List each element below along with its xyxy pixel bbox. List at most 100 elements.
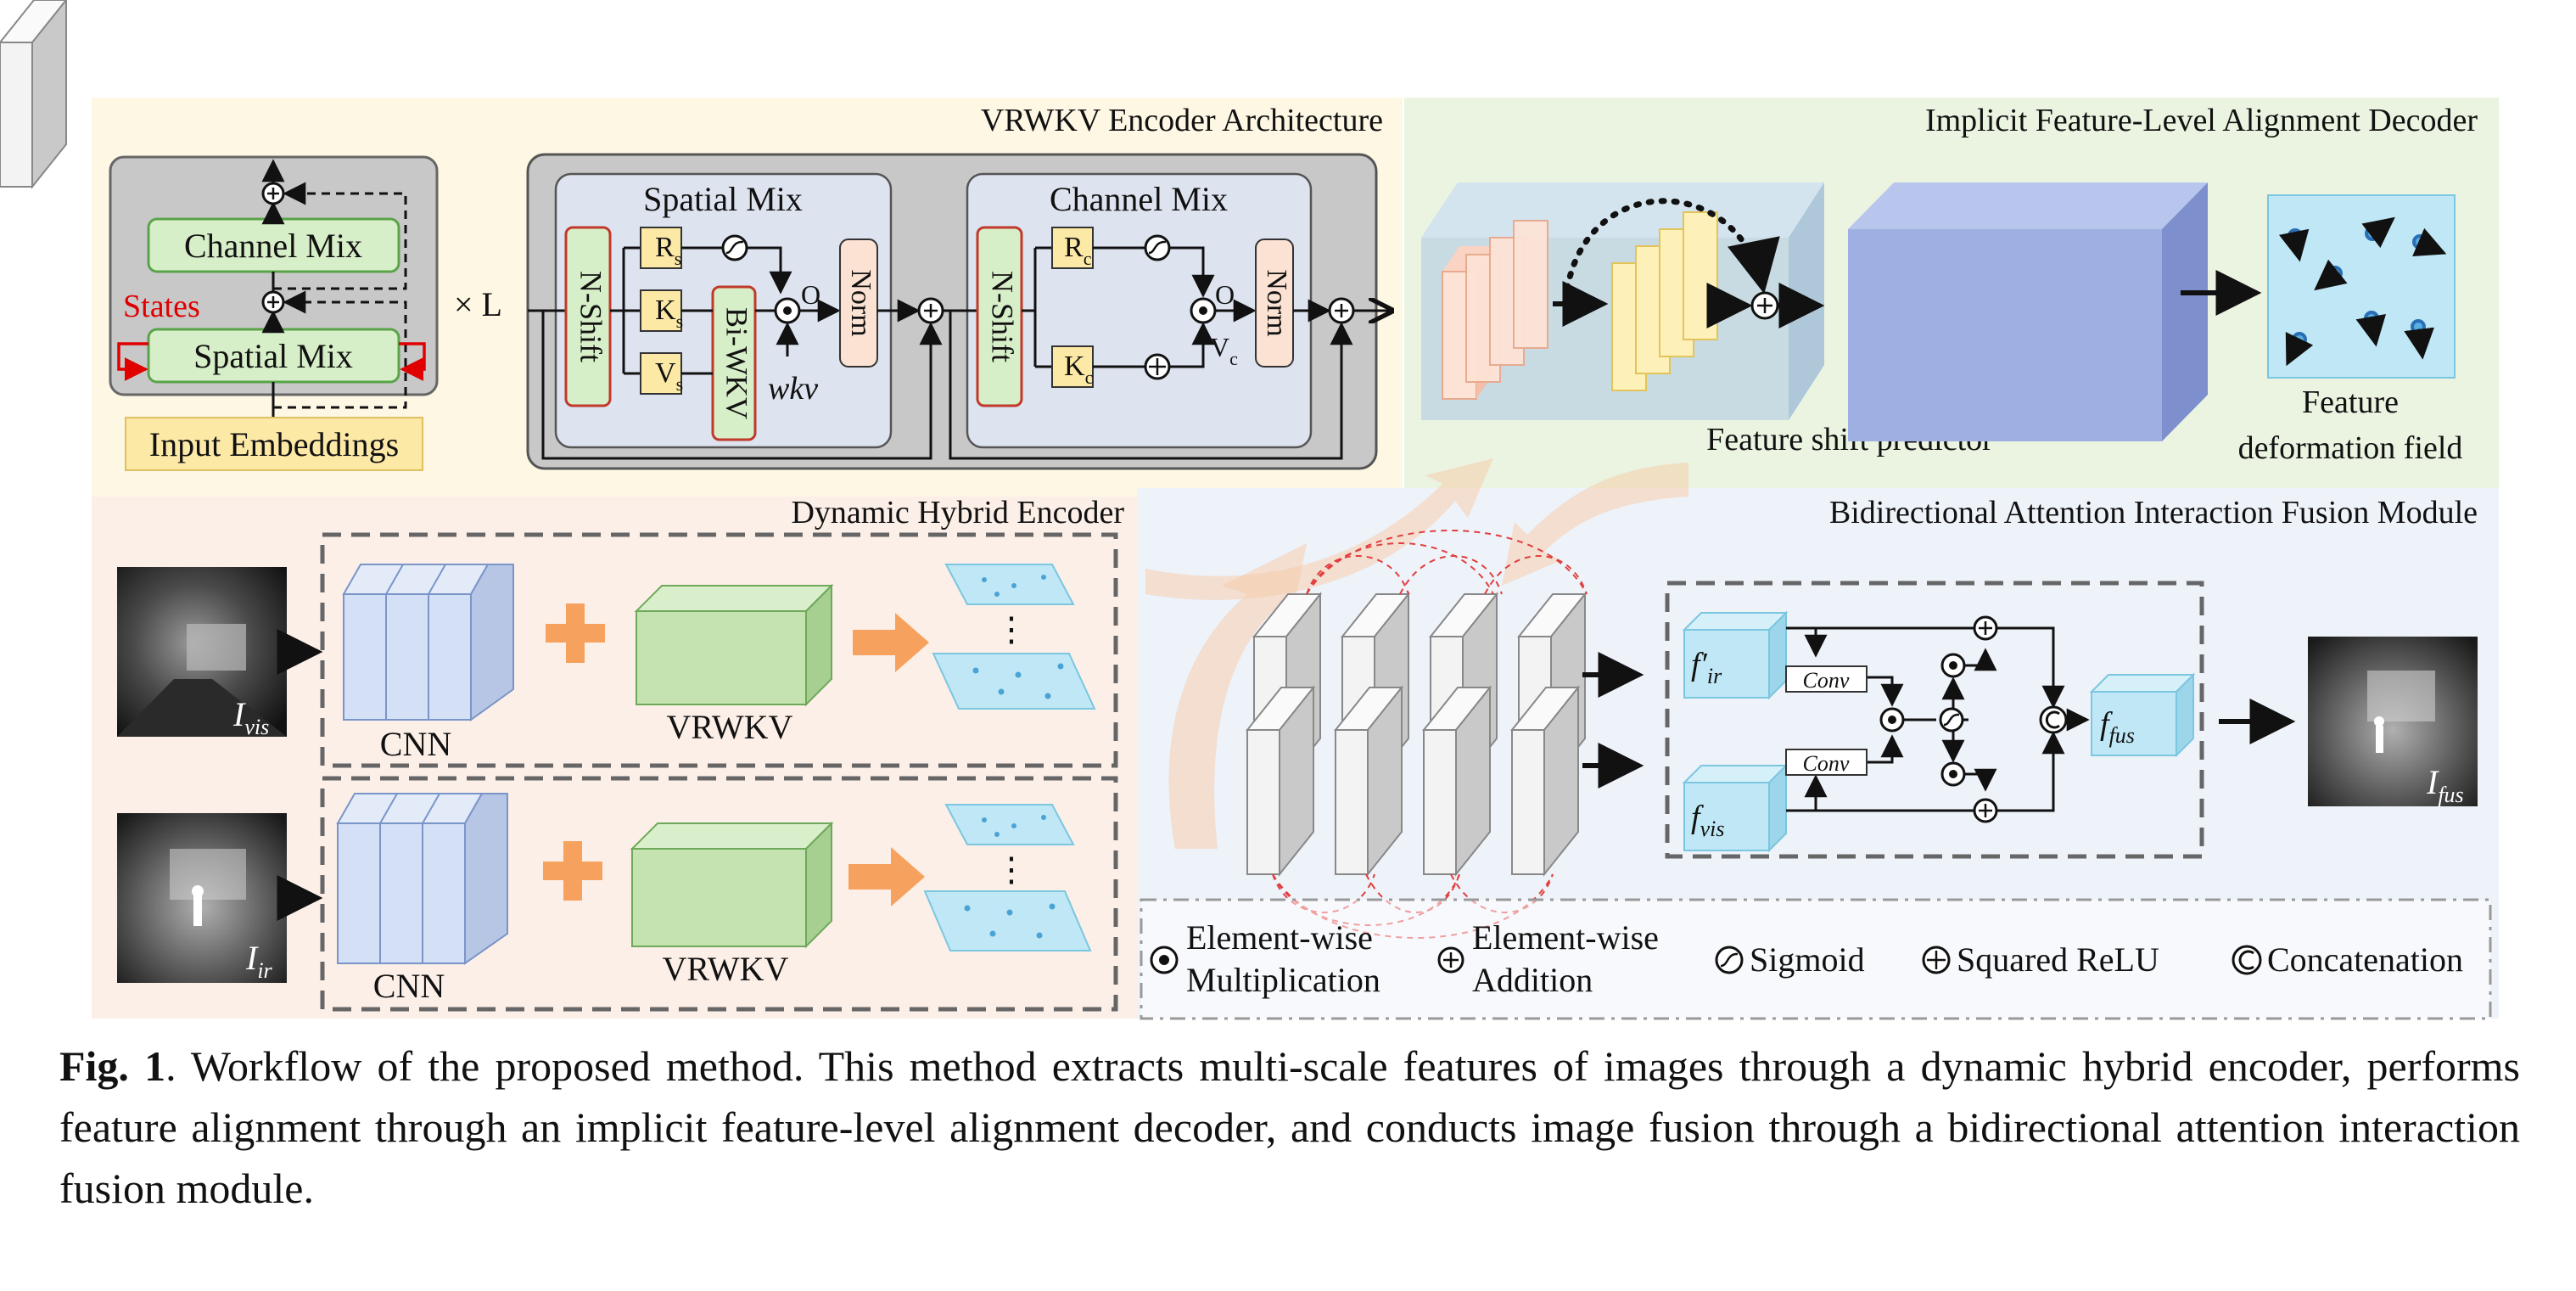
field-label-2: deformation field [2238, 430, 2463, 466]
cnn-stack-vis [342, 564, 514, 721]
add-icon [1973, 798, 1998, 823]
legend-mult-2: Multiplication [1186, 961, 1380, 999]
flow-arrow-up [1168, 543, 1307, 849]
title-decoder: Implicit Feature-Level Alignment Decoder [1925, 103, 2478, 138]
norm-label-channel: Norm [1261, 269, 1292, 336]
plus-sign-vis [546, 603, 605, 663]
vrwkv-block-stack: Channel Mix Spatial Mix States [109, 155, 439, 429]
ir-branch-box [320, 776, 1118, 1012]
norm-box-channel [1255, 239, 1294, 368]
cnn-label-vis: CNN [380, 725, 451, 763]
sub-c: c [1235, 295, 1243, 317]
sub-c: c [1229, 348, 1238, 369]
f-vis-sub: vis [1700, 817, 1725, 841]
dots-vis: ⋮ [994, 610, 1028, 648]
dots-ir: ⋮ [994, 850, 1028, 889]
f-fus-sub: fus [2109, 723, 2135, 748]
legend-mult-icon [1150, 946, 1179, 974]
v-label: V [1210, 332, 1229, 362]
img-ir-sub: ir [257, 958, 272, 983]
biwkv-label: Bi-WKV [720, 307, 754, 419]
svg-text:Rs: Rs [655, 232, 681, 269]
feature-shift-predictor [1421, 182, 1825, 420]
svg-text:Vc: Vc [1210, 332, 1238, 369]
states-label: States [123, 289, 200, 324]
svg-text:Ivis: Ivis [232, 695, 269, 739]
legend-mult-1: Element-wise [1186, 918, 1373, 957]
add-icon [1973, 615, 1998, 641]
conv-label-top: Conv [1803, 668, 1850, 693]
norm-box-spatial [839, 239, 878, 368]
legend-concat: Concatenation [2267, 940, 2463, 979]
legend-relu: Squared ReLU [1957, 940, 2159, 979]
spatial-mix-label: Spatial Mix [193, 337, 353, 375]
f-ir-main: f′ [1691, 647, 1708, 682]
multiply-icon [1879, 707, 1905, 733]
legend-sigmoid-icon [1715, 946, 1744, 974]
sub-c: c [1084, 248, 1092, 269]
title-hybrid: Dynamic Hybrid Encoder [791, 495, 1124, 530]
r-label: R [1064, 232, 1084, 263]
sigmoid-icon [1939, 707, 1964, 733]
field-label-1: Feature [2302, 384, 2399, 420]
img-vis-sub: vis [244, 715, 269, 739]
legend-relu-icon [1922, 946, 1951, 974]
img-fus-main: I [2426, 763, 2439, 801]
o-label: O [801, 279, 820, 310]
vrwkv-cube-vis [634, 583, 834, 707]
spatial-mix-title: Spatial Mix [643, 180, 803, 218]
img-fus-sub: fus [2438, 783, 2463, 807]
plus-sign-ir [543, 841, 602, 901]
svg-text:Rc: Rc [1064, 232, 1092, 269]
caption-text: . Workflow of the proposed method. This … [59, 1042, 2520, 1212]
nshift-box-channel [976, 226, 1023, 407]
norm-label-spatial: Norm [845, 269, 876, 336]
vrwkv-label-vis: VRWKV [667, 708, 793, 746]
legend-border [1140, 898, 2492, 1020]
nshift-box-spatial [564, 226, 612, 407]
deformation-arrows [2278, 216, 2447, 367]
input-embeddings-box [125, 417, 423, 471]
nshift-label-spatial: N-Shift [574, 271, 608, 362]
svg-text:f′ir: f′ir [1691, 647, 1722, 688]
sub-s: s [675, 248, 682, 269]
v-label: V [655, 357, 676, 389]
svg-text:Vs: Vs [655, 357, 683, 395]
conv-box-bottom [1785, 749, 1868, 776]
orange-arrow-vis [853, 613, 929, 672]
fusion-op-icons [1879, 615, 2068, 823]
r-label: R [655, 232, 675, 263]
svg-text:Iir: Iir [245, 939, 273, 983]
r-box-channel [1051, 227, 1094, 269]
sub-s: s [676, 311, 684, 332]
feature-planes-vis [932, 564, 1096, 710]
conv-label-bottom: Conv [1803, 751, 1850, 776]
sigmoid-icon [1144, 234, 1171, 261]
multiply-icon [1940, 761, 1966, 787]
sub-c: c [1085, 367, 1094, 388]
fusion-feature-slabs [0, 0, 1586, 875]
sigmoid-icon [721, 234, 748, 261]
f-ir-cube [1682, 610, 1789, 700]
o-label: O [1215, 279, 1235, 310]
legend-box [1141, 900, 2490, 1019]
biwkv-box [711, 285, 757, 441]
f-vis-cube [1682, 763, 1789, 853]
svg-text:Kc: Kc [1064, 351, 1094, 388]
sub-s: s [676, 373, 684, 395]
f-ir-sub: ir [1707, 664, 1722, 688]
caption-label: Fig. 1 [59, 1042, 166, 1090]
channel-mix-label: Channel Mix [184, 227, 362, 265]
vrwkv-label-ir: VRWKV [663, 950, 789, 988]
wkv-label: wkv [768, 371, 818, 407]
orange-arrow-ir [848, 847, 925, 907]
f-fus-cube [2089, 672, 2196, 758]
channel-mix-title: Channel Mix [1050, 180, 1228, 218]
img-ir-main: I [245, 939, 259, 977]
fusion-detail-box [1665, 581, 2204, 859]
title-encoder-arch: VRWKV Encoder Architecture [981, 103, 1383, 138]
cnn-stack-ir [336, 793, 508, 965]
cnn-label-ir: CNN [373, 967, 445, 1005]
figure-caption: Fig. 1. Workflow of the proposed method.… [59, 1036, 2520, 1219]
